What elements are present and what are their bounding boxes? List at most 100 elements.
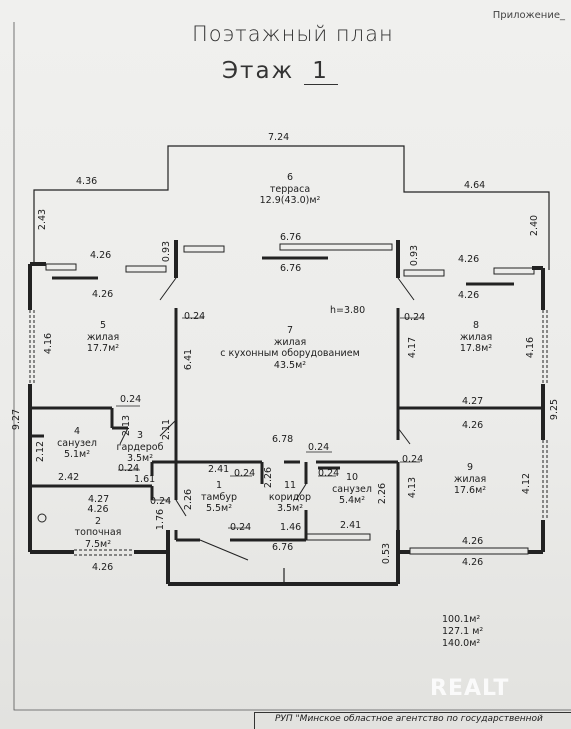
room-7-label: 7 жилая с кухонным оборудованием 43.5м² (210, 325, 370, 371)
room-2-label: 4.26 2 топочная 7.5м² (70, 504, 126, 550)
room-5-label: 5 жилая 17.7м² (68, 320, 138, 355)
room-6-area: 12.9(43.0)м² (259, 195, 321, 206)
attachment-label: Приложение_ (492, 10, 565, 21)
dim-426a: 4.26 (90, 250, 112, 261)
room-8-label: 8 жилая 17.8м² (446, 320, 506, 355)
dim-024f: 0.24 (118, 463, 140, 474)
total-living-area: 100.1м² (442, 614, 481, 625)
title-block-text: РУП "Минское областное агентство по госу… (275, 714, 543, 724)
dim-426g: 4.26 (462, 536, 484, 547)
dim-161: 1.61 (134, 474, 156, 485)
sheet-border (13, 22, 571, 711)
dim-024j: 0.24 (230, 522, 252, 533)
floor-number: 1 (303, 58, 338, 85)
dim-427b: 4.27 (88, 494, 110, 505)
dim-925: 9.25 (549, 398, 561, 421)
dim-024a: 0.24 (184, 311, 206, 322)
room-2-area: 7.5м² (84, 538, 112, 550)
room-1-name: тамбур (200, 491, 238, 503)
dim-426i: 4.26 (92, 562, 114, 573)
dim-024d: 0.24 (308, 442, 330, 453)
floor-label: Этаж 1 (222, 58, 338, 85)
dim-416b: 4.16 (525, 336, 537, 359)
room-6-name: терраса (269, 183, 311, 195)
title-block: РУП "Минское областное агентство по госу… (254, 712, 571, 729)
dim-426d: 4.26 (458, 290, 480, 301)
door-swings (119, 277, 415, 561)
dim-426f: 4.26 (87, 504, 109, 515)
room-1-number: 1 (215, 480, 223, 491)
dim-676b: 6.76 (280, 263, 302, 274)
dim-024c: 0.24 (120, 394, 142, 405)
room-1-label: 1 тамбур 5.5м² (194, 480, 244, 515)
room-3-area: 3.5м² (126, 453, 154, 464)
dim-426h: 4.26 (462, 557, 484, 568)
room-7-area: 43.5м² (273, 359, 307, 371)
room-3-name: гардероб (116, 441, 164, 453)
dim-024b: 0.24 (404, 312, 426, 323)
room-11-label: 11 коридор 3.5м² (260, 480, 320, 515)
total-general-area: 127.1 м² (442, 626, 484, 637)
room-7-name: жилая (273, 336, 307, 348)
dim-093b: 0.93 (409, 244, 421, 267)
room-4-number: 4 (73, 426, 81, 437)
room-2-number: 2 (94, 515, 102, 527)
room-6-number: 6 (286, 172, 294, 183)
room-3-number: 3 (136, 430, 144, 441)
dim-093a: 0.93 (161, 240, 173, 263)
room-10-number: 10 (345, 472, 359, 483)
room-11-number: 11 (283, 480, 297, 491)
watermark-logo: REALT (430, 676, 510, 701)
dim-412: 4.12 (521, 472, 533, 495)
dim-436: 4.36 (76, 176, 98, 187)
leader-lines (116, 317, 424, 529)
room-9-area: 17.6м² (453, 485, 487, 496)
dim-426e: 4.26 (462, 420, 484, 431)
dim-927: 9.27 (11, 408, 23, 431)
dim-053: 0.53 (381, 542, 393, 565)
dim-024i: 0.24 (150, 496, 172, 507)
dim-724: 7.24 (268, 132, 290, 143)
dim-676c: 6.76 (272, 542, 294, 553)
dim-241a: 2.41 (208, 464, 230, 475)
dim-024h: 0.24 (318, 468, 340, 479)
dim-226c: 2.26 (183, 488, 195, 511)
dim-241b: 2.41 (340, 520, 362, 531)
dim-427: 4.27 (462, 396, 484, 407)
dim-240: 2.40 (529, 214, 541, 237)
room-4-name: санузел (57, 437, 97, 449)
windows (29, 243, 548, 556)
dim-676a: 6.76 (280, 232, 302, 243)
terrace-doors (52, 256, 514, 286)
dim-426b: 4.26 (92, 289, 114, 300)
dim-641: 6.41 (183, 348, 195, 371)
room-5-name: жилая (86, 331, 120, 343)
room-6-label: 6 терраса 12.9(43.0)м² (250, 172, 330, 207)
room-1-area: 5.5м² (205, 503, 233, 514)
room-5-number: 5 (99, 320, 107, 331)
room-8-area: 17.8м² (459, 343, 493, 354)
dim-024e: 0.24 (402, 454, 424, 465)
room-8-name: жилая (459, 331, 493, 343)
room-10-name: санузел (332, 483, 372, 495)
room-3-label: 3 гардероб 3.5м² (114, 430, 166, 465)
room-7-name-2: с кухонным оборудованием (220, 348, 360, 359)
dim-243: 2.43 (37, 208, 49, 231)
room-5-area: 17.7м² (86, 343, 120, 354)
total-area-with-terrace: 140.0м² (442, 638, 481, 649)
room-11-area: 3.5м² (276, 503, 304, 514)
room-9-label: 9 жилая 17.6м² (440, 462, 500, 497)
dim-678: 6.78 (272, 434, 294, 445)
dim-146: 1.46 (280, 522, 302, 533)
dim-416a: 4.16 (43, 332, 55, 355)
dim-024g: 0.24 (234, 468, 256, 479)
dim-242: 2.42 (58, 472, 80, 483)
dim-426c: 4.26 (458, 254, 480, 265)
room-10-label: 10 санузел 5.4м² (324, 472, 380, 507)
terrace-outline (33, 145, 550, 270)
dim-176: 1.76 (155, 508, 167, 531)
page-title: Поэтажный план (192, 22, 394, 46)
room-7-number: 7 (286, 325, 294, 336)
